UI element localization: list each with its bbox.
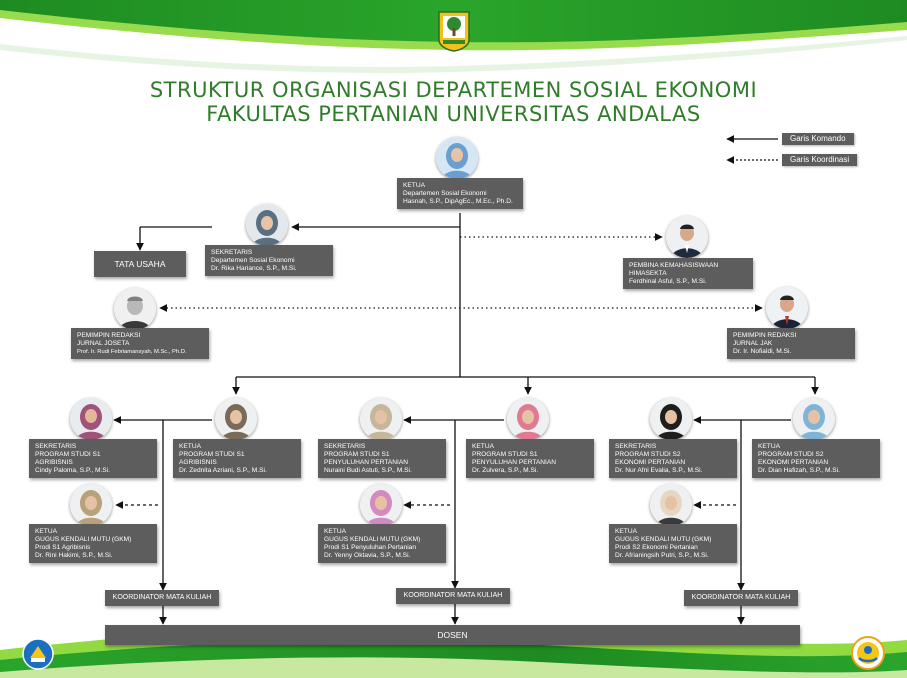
person-name: Dr. Dian Hafizah, S.P., M.Si.	[758, 467, 840, 474]
box-gkm-penyuluhan: KETUA GUGUS KENDALI MUTU (GKM) Prodi S1 …	[318, 524, 446, 563]
box-ketua-s2-ekonomi: KETUA PROGRAM STUDI S2 EKONOMI PERTANIAN…	[752, 439, 880, 478]
box-pembina-kemahasiswaan: PEMBINA KEMAHASISWAAN HIMASEKTA Ferdhina…	[623, 258, 753, 289]
unit-label: GUGUS KENDALI MUTU (GKM)	[615, 536, 712, 543]
ministry-logo-icon	[22, 638, 54, 670]
unit-label: AGRIBISNIS	[179, 459, 217, 466]
unit-label: PROGRAM STUDI S1	[35, 451, 101, 458]
role-label: KETUA	[403, 182, 425, 189]
unit-label: PROGRAM STUDI S1	[324, 451, 390, 458]
box-sekretaris-s1-penyuluhan: SEKRETARIS PROGRAM STUDI S1 PENYULUHAN P…	[318, 439, 446, 478]
avatar-ketua	[436, 137, 478, 179]
unit-label: GUGUS KENDALI MUTU (GKM)	[324, 536, 421, 543]
role-label: PEMBINA KEMAHASISWAAN	[629, 262, 719, 269]
box-ketua-s1-penyuluhan: KETUA PROGRAM STUDI S1 PENYULUHAN PERTAN…	[466, 439, 594, 478]
role-label: KETUA	[35, 528, 57, 535]
accreditation-badge-icon	[851, 636, 885, 670]
unit-label: PROGRAM STUDI S1	[472, 451, 538, 458]
unit-label: PROGRAM STUDI S1	[179, 451, 245, 458]
unit-label: PROGRAM STUDI S2	[758, 451, 824, 458]
person-name: Dr. Zulvera, S.P., M.Si.	[472, 467, 539, 474]
box-koordinator-mata-kuliah-1: KOORDINATOR MATA KULIAH	[105, 590, 219, 606]
role-label: PEMIMPIN REDAKSI	[77, 332, 141, 339]
unit-label: HIMASEKTA	[629, 270, 667, 277]
legend-coordination-line: Garis Koordinasi	[782, 154, 858, 166]
unit-label: Departemen Sosial Ekonomi	[211, 257, 295, 264]
box-sekretaris-s1-agribisnis: SEKRETARIS PROGRAM STUDI S1 AGRIBISNIS C…	[29, 439, 157, 478]
avatar-ketua-s1-agribisnis	[215, 398, 257, 440]
unit-label: GUGUS KENDALI MUTU (GKM)	[35, 536, 132, 543]
role-label: KETUA	[179, 443, 201, 450]
box-gkm-agribisnis: KETUA GUGUS KENDALI MUTU (GKM) Prodi S1 …	[29, 524, 157, 563]
role-label: SEKRETARIS	[35, 443, 77, 450]
avatar-gkm-penyuluhan	[360, 484, 402, 526]
box-koordinator-mata-kuliah-2: KOORDINATOR MATA KULIAH	[396, 588, 510, 604]
avatar-gkm-ekonomi	[650, 484, 692, 526]
unit-label: PENYULUHAN PERTANIAN	[324, 459, 409, 466]
role-label: SEKRETARIS	[615, 443, 657, 450]
unit-label: EKONOMI PERTANIAN	[758, 459, 829, 466]
avatar-ketua-s2-ekonomi	[793, 398, 835, 440]
box-sekretaris-s2-ekonomi: SEKRETARIS PROGRAM STUDI S2 EKONOMI PERT…	[609, 439, 737, 478]
person-name: Dr. Afrianingsih Putri, S.P., M.Si.	[615, 552, 709, 559]
legend-command-line: Garis Komando	[782, 133, 854, 145]
unit-label: EKONOMI PERTANIAN	[615, 459, 686, 466]
box-tata-usaha: TATA USAHA	[94, 251, 186, 277]
avatar-sekretaris-s1-penyuluhan	[360, 398, 402, 440]
chart-title-line-1: STRUKTUR ORGANISASI DEPARTEMEN SOSIAL EK…	[149, 78, 758, 102]
person-name: Dr. Rika Hariance, S.P., M.Si.	[211, 265, 297, 272]
avatar-sekretaris-s1-agribisnis	[70, 398, 112, 440]
role-label: KETUA	[324, 528, 346, 535]
university-emblem-icon	[437, 10, 471, 52]
person-name: Ferdhinal Asful, S.P., M.Si.	[629, 278, 707, 285]
unit-label: JURNAL JOSETA	[77, 340, 130, 347]
role-label: KETUA	[615, 528, 637, 535]
person-name: Dr. Rini Hakimi, S.P., M.Si.	[35, 552, 113, 559]
role-label: SEKRETARIS	[324, 443, 366, 450]
person-name: Prof. Ir. Rudi Febriamansyah, M.Sc., Ph.…	[77, 349, 187, 355]
person-name: Dr. Ir. Nofialdi, M.Si.	[733, 348, 792, 355]
unit-label: PROGRAM STUDI S2	[615, 451, 681, 458]
avatar-sekretaris-s2-ekonomi	[650, 398, 692, 440]
role-label: KETUA	[472, 443, 494, 450]
avatar-pembina-kemahasiswaan	[666, 216, 708, 258]
avatar-pemimpin-redaksi-joseta	[114, 288, 156, 330]
person-name: Dr. Nur Afni Evalia, S.P., M.Si.	[615, 467, 703, 474]
person-name: Nuraini Budi Astuti, S.P., M.Si.	[324, 467, 412, 474]
person-name: Cindy Paloma, S.P., M.Si.	[35, 467, 111, 474]
person-name: Dr. Yenny Oktavia, S.P., M.Si.	[324, 552, 411, 559]
avatar-ketua-s1-penyuluhan	[507, 398, 549, 440]
avatar-sekretaris-departemen	[246, 204, 288, 246]
box-koordinator-mata-kuliah-3: KOORDINATOR MATA KULIAH	[684, 590, 798, 606]
chart-title-line-2: FAKULTAS PERTANIAN UNIVERSITAS ANDALAS	[206, 102, 701, 126]
avatar-gkm-agribisnis	[70, 484, 112, 526]
unit-label: Prodi S2 Ekonomi Pertanian	[615, 544, 698, 551]
unit-label: PENYULUHAN PERTANIAN	[472, 459, 557, 466]
unit-label: AGRIBISNIS	[35, 459, 73, 466]
box-dosen: DOSEN	[105, 625, 800, 645]
box-pemimpin-redaksi-jak: PEMIMPIN REDAKSI JURNAL JAK Dr. Ir. Nofi…	[727, 328, 855, 359]
person-name: Dr. Zednita Azriani, S.P., M.Si.	[179, 467, 267, 474]
role-label: KETUA	[758, 443, 780, 450]
unit-label: Prodi S1 Penyuluhan Pertanian	[324, 544, 417, 551]
box-sekretaris-departemen: SEKRETARIS Departemen Sosial Ekonomi Dr.…	[205, 245, 333, 276]
box-pemimpin-redaksi-joseta: PEMIMPIN REDAKSI JURNAL JOSETA Prof. Ir.…	[71, 328, 209, 359]
role-label: PEMIMPIN REDAKSI	[733, 332, 797, 339]
avatar-pemimpin-redaksi-jak	[766, 287, 808, 329]
unit-label: JURNAL JAK	[733, 340, 773, 347]
person-name: Hasnah, S.P., DipAgEc., M.Ec., Ph.D.	[403, 198, 513, 205]
box-gkm-ekonomi: KETUA GUGUS KENDALI MUTU (GKM) Prodi S2 …	[609, 524, 737, 563]
role-label: SEKRETARIS	[211, 249, 253, 256]
box-ketua-s1-agribisnis: KETUA PROGRAM STUDI S1 AGRIBISNIS Dr. Ze…	[173, 439, 301, 478]
box-ketua-departemen: KETUA Departemen Sosial Ekonomi Hasnah, …	[397, 178, 523, 209]
unit-label: Prodi S1 Agribisnis	[35, 544, 91, 551]
unit-label: Departemen Sosial Ekonomi	[403, 190, 487, 197]
